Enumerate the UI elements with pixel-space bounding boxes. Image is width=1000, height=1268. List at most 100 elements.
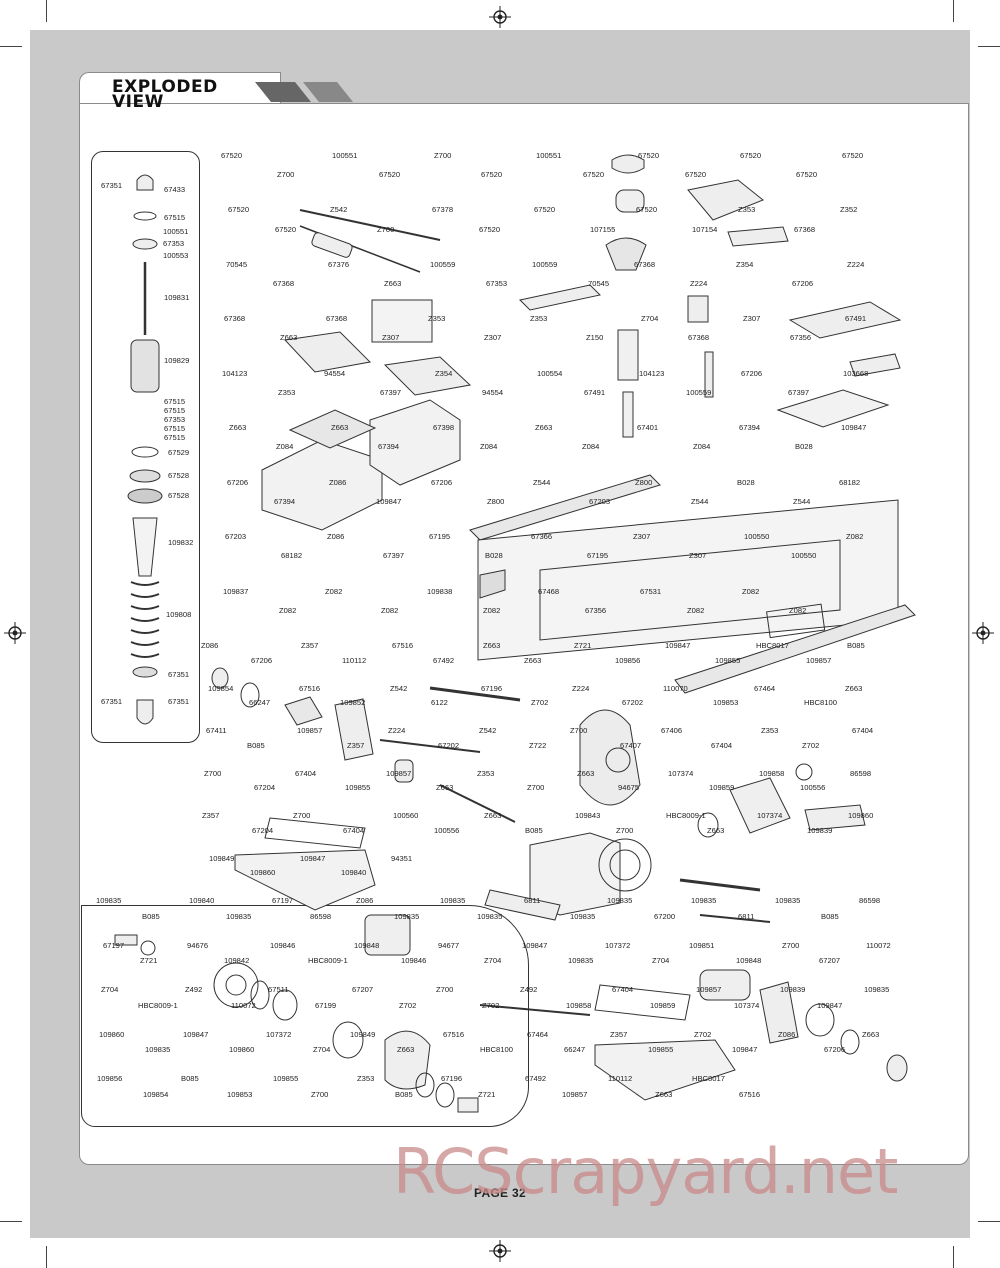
- upper-part-labels: 67520Z70010055167520Z7006752010055167520…: [221, 151, 868, 615]
- part-number-label: 67368: [634, 260, 655, 269]
- part-number-label: Z353: [530, 314, 547, 323]
- part-number-label: 109835: [394, 912, 419, 921]
- title-line-2: VIEW: [112, 92, 164, 112]
- part-number-label: Z663: [483, 641, 500, 650]
- part-number-label: 67516: [392, 641, 413, 650]
- part-number-label: 67520: [228, 205, 249, 214]
- part-number-label: 67520: [740, 151, 761, 160]
- part-number-label: 100550: [791, 551, 816, 560]
- part-number-label: 67398: [433, 423, 454, 432]
- crop-mark: [46, 1246, 47, 1268]
- part-number-label: 67401: [637, 423, 658, 432]
- part-number-label: 67206: [251, 656, 272, 665]
- part-number-label: B085: [847, 641, 865, 650]
- part-number-label: Z353: [761, 726, 778, 735]
- part-number-label: 67368: [326, 314, 347, 323]
- part-number-label: HBC8100: [480, 1045, 513, 1054]
- part-number-label: 67200: [654, 912, 675, 921]
- part-number-label: Z307: [689, 551, 706, 560]
- part-number-label: 67404: [852, 726, 873, 735]
- part-number-label: Z084: [582, 442, 599, 451]
- part-number-label: 70545: [588, 279, 609, 288]
- part-number-label: 109835: [568, 956, 593, 965]
- part-number-label: 67516: [739, 1090, 760, 1099]
- part-number-label: 67404: [343, 826, 364, 835]
- part-number-label: Z084: [693, 442, 710, 451]
- part-number-label: 6122: [431, 698, 448, 707]
- part-number-label: 109835: [691, 896, 716, 905]
- part-number-label: 67197: [272, 896, 293, 905]
- part-number-label: 100556: [800, 783, 825, 792]
- part-number-label: 107374: [668, 769, 693, 778]
- part-number-label: 67491: [584, 388, 605, 397]
- part-number-label: 67529: [168, 448, 189, 457]
- part-number-label: 70545: [226, 260, 247, 269]
- part-number-label: 109858: [566, 1001, 591, 1010]
- part-number-label: 67406: [661, 726, 682, 735]
- part-number-label: 67202: [438, 741, 459, 750]
- part-number-label: 67351: [101, 181, 122, 190]
- part-number-label: 66247: [564, 1045, 585, 1054]
- part-number-label: Z704: [641, 314, 658, 323]
- part-number-label: 67207: [819, 956, 840, 965]
- part-number-label: Z353: [428, 314, 445, 323]
- part-number-label: 109858: [759, 769, 784, 778]
- part-number-label: Z663: [577, 769, 594, 778]
- part-number-label: 67397: [380, 388, 401, 397]
- part-number-label: Z700: [204, 769, 221, 778]
- crop-mark: [46, 0, 47, 22]
- part-number-label: 107372: [605, 941, 630, 950]
- part-number-label: 67366: [531, 532, 552, 541]
- part-number-label: 109847: [376, 497, 401, 506]
- part-number-label: Z722: [529, 741, 546, 750]
- part-number-label: 100551: [163, 227, 188, 236]
- part-number-label: Z663: [397, 1045, 414, 1054]
- part-number-label: Z702: [694, 1030, 711, 1039]
- part-number-label: 109853: [227, 1090, 252, 1099]
- part-number-label: 109829: [164, 356, 189, 365]
- part-number-label: 109857: [806, 656, 831, 665]
- part-number-label: Z086: [201, 641, 218, 650]
- part-number-label: 109847: [183, 1030, 208, 1039]
- part-number-label: Z353: [357, 1074, 374, 1083]
- part-number-label: 67394: [739, 423, 760, 432]
- part-number-label: 109831: [164, 293, 189, 302]
- differential-assembly-panel: [81, 905, 529, 1127]
- part-number-label: 109839: [807, 826, 832, 835]
- part-number-label: Z721: [140, 956, 157, 965]
- part-number-label: 109860: [250, 868, 275, 877]
- part-number-label: B085: [181, 1074, 199, 1083]
- part-number-label: 109849: [350, 1030, 375, 1039]
- part-number-label: Z700: [277, 170, 294, 179]
- part-number-label: Z700: [527, 783, 544, 792]
- part-number-label: 100550: [744, 532, 769, 541]
- part-number-label: 109847: [665, 641, 690, 650]
- part-number-label: 109835: [477, 912, 502, 921]
- part-number-label: 109853: [713, 698, 738, 707]
- part-number-label: 109835: [226, 912, 251, 921]
- part-number-label: 67353: [163, 239, 184, 248]
- part-number-label: 109846: [401, 956, 426, 965]
- part-number-label: 109854: [143, 1090, 168, 1099]
- part-number-label: Z082: [279, 606, 296, 615]
- part-number-label: 94676: [187, 941, 208, 950]
- part-number-label: Z663: [484, 811, 501, 820]
- part-number-label: 107372: [266, 1030, 291, 1039]
- part-number-label: Z544: [691, 497, 708, 506]
- part-number-label: Z702: [399, 1001, 416, 1010]
- part-number-label: Z307: [633, 532, 650, 541]
- part-number-label: 110070: [663, 684, 688, 693]
- part-number-label: Z700: [436, 985, 453, 994]
- part-number-label: 67202: [622, 698, 643, 707]
- part-number-label: 94554: [324, 369, 345, 378]
- part-number-label: 67492: [433, 656, 454, 665]
- part-number-label: 109855: [345, 783, 370, 792]
- part-number-label: 100560: [393, 811, 418, 820]
- part-number-label: 109838: [427, 587, 452, 596]
- part-number-label: Z082: [381, 606, 398, 615]
- part-number-label: Z352: [840, 205, 857, 214]
- part-number-label: 67520: [636, 205, 657, 214]
- part-number-label: 110072: [231, 1001, 256, 1010]
- part-number-label: 104123: [222, 369, 247, 378]
- part-number-label: Z663: [331, 423, 348, 432]
